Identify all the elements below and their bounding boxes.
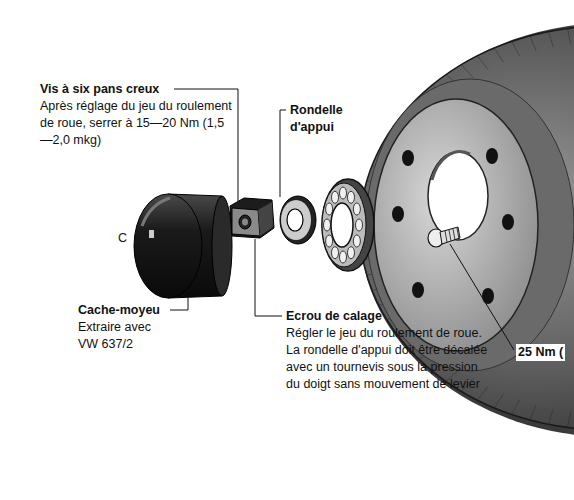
bearing-roller bbox=[326, 235, 333, 247]
rim-hatch bbox=[494, 48, 503, 62]
bearing-roller bbox=[348, 191, 355, 203]
rim-hatch bbox=[461, 65, 473, 78]
rim-hatch bbox=[477, 56, 487, 70]
part-name: Cache-moyeu bbox=[78, 302, 160, 319]
rim-hatch bbox=[512, 41, 520, 56]
note-text: Après réglage du jeu du roulement de rou… bbox=[40, 98, 232, 149]
note-text: Extraire avec VW 637/2 bbox=[78, 319, 164, 353]
rim-hatch bbox=[494, 394, 503, 408]
torque-value: 25 Nm ( bbox=[516, 344, 565, 361]
bearing-roller bbox=[356, 219, 363, 231]
rim-hatch bbox=[568, 412, 571, 428]
bearing-roller bbox=[340, 251, 347, 263]
roller-bearing bbox=[322, 179, 374, 271]
rim-hatch bbox=[568, 28, 571, 44]
bearing-roller bbox=[326, 203, 333, 215]
thrust-washer bbox=[280, 196, 316, 244]
bearing-roller bbox=[348, 247, 355, 259]
part-mark: C bbox=[118, 230, 127, 247]
rim-hatch bbox=[512, 400, 520, 415]
part-name: Rondelle d'appui bbox=[290, 102, 362, 136]
hub-cap bbox=[134, 194, 232, 298]
rim-hatch bbox=[530, 36, 536, 51]
clamping-nut bbox=[230, 198, 274, 238]
part-name: Vis à six pans creux bbox=[40, 81, 159, 98]
brake-disc bbox=[360, 23, 574, 437]
bearing-roller bbox=[353, 235, 360, 247]
note-text: Régler le jeu du roulement de roue. La r… bbox=[286, 325, 488, 393]
bearing-roller bbox=[332, 247, 339, 259]
rim-hatch bbox=[549, 32, 554, 48]
part-name: Ecrou de calage bbox=[286, 308, 382, 325]
bearing-roller bbox=[324, 219, 331, 231]
rim-hatch bbox=[549, 409, 554, 425]
disc-screw bbox=[428, 227, 460, 247]
bearing-roller bbox=[332, 191, 339, 203]
rim-hatch bbox=[530, 405, 536, 420]
bearing-roller bbox=[353, 203, 360, 215]
bearing-roller bbox=[340, 187, 347, 199]
